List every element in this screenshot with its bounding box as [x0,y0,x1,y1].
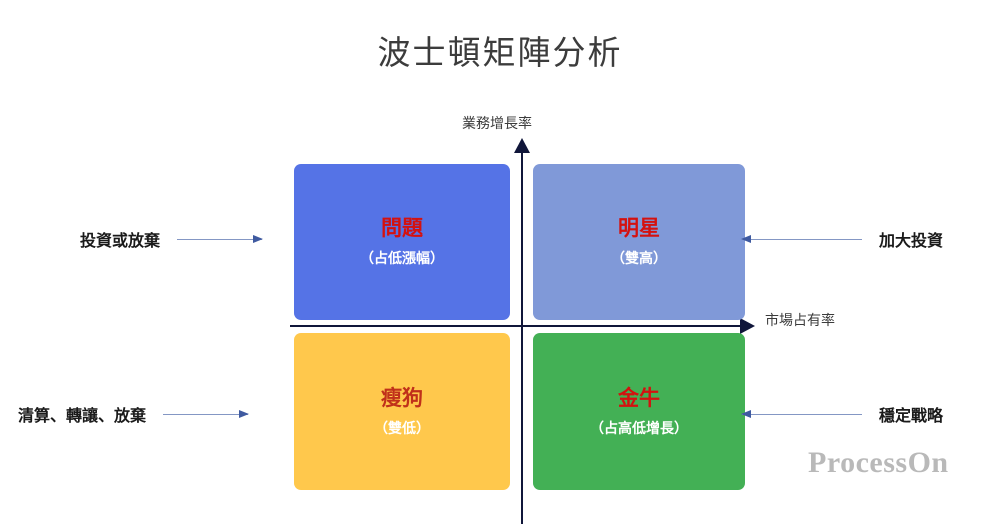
arrow-right-icon [177,234,264,243]
callout-invest-or-abandon[interactable]: 投資或放棄 [80,228,264,250]
arrow-right-icon [163,409,250,418]
quadrant-dog-title: 瘦狗 [381,386,423,410]
quadrant-cash-cow-title: 金牛 [618,386,660,410]
callout-invest-or-abandon-label: 投資或放棄 [80,233,161,250]
callout-increase-investment-label: 加大投資 [879,233,944,250]
callout-stable-strategy[interactable]: 穩定戰略 [741,403,944,425]
page-title: 波士頓矩陣分析 [377,34,623,71]
callout-liquidate-transfer-abandon-label: 清算、轉讓、放棄 [18,408,147,425]
quadrant-question-title: 問題 [381,217,423,241]
quadrant-dog[interactable]: 瘦狗 （雙低） [294,333,510,490]
arrowhead-left-icon [741,409,751,418]
callout-increase-investment[interactable]: 加大投資 [741,228,944,250]
quadrant-cash-cow[interactable]: 金牛 （占高低增長） [533,333,745,490]
quadrant-star-title: 明星 [618,217,660,241]
processon-watermark: ProcessOn [808,446,949,479]
horizontal-axis-arrowhead-icon [740,318,755,334]
callout-stable-strategy-label: 穩定戰略 [879,408,944,425]
vertical-axis-label: 業務增長率 [462,115,532,131]
callout-liquidate-transfer-abandon[interactable]: 清算、轉讓、放棄 [18,403,250,425]
quadrant-star[interactable]: 明星 （雙高） [533,164,745,320]
arrow-left-icon [741,409,862,418]
quadrant-cash-cow-subtitle: （占高低增長） [590,419,688,436]
arrowhead-left-icon [741,234,751,243]
quadrant-dog-subtitle: （雙低） [374,419,430,436]
quadrant-question[interactable]: 問題 （占低漲幅） [294,164,510,320]
quadrant-star-subtitle: （雙高） [611,250,667,267]
arrowhead-right-icon [253,234,264,243]
horizontal-axis-line [290,325,742,327]
arrowhead-right-icon [239,409,250,418]
vertical-axis-line [521,150,523,524]
horizontal-axis-label: 市場占有率 [765,312,835,328]
vertical-axis-arrowhead-icon [514,138,530,153]
quadrant-question-subtitle: （占低漲幅） [360,250,444,267]
arrow-left-icon [741,234,862,243]
